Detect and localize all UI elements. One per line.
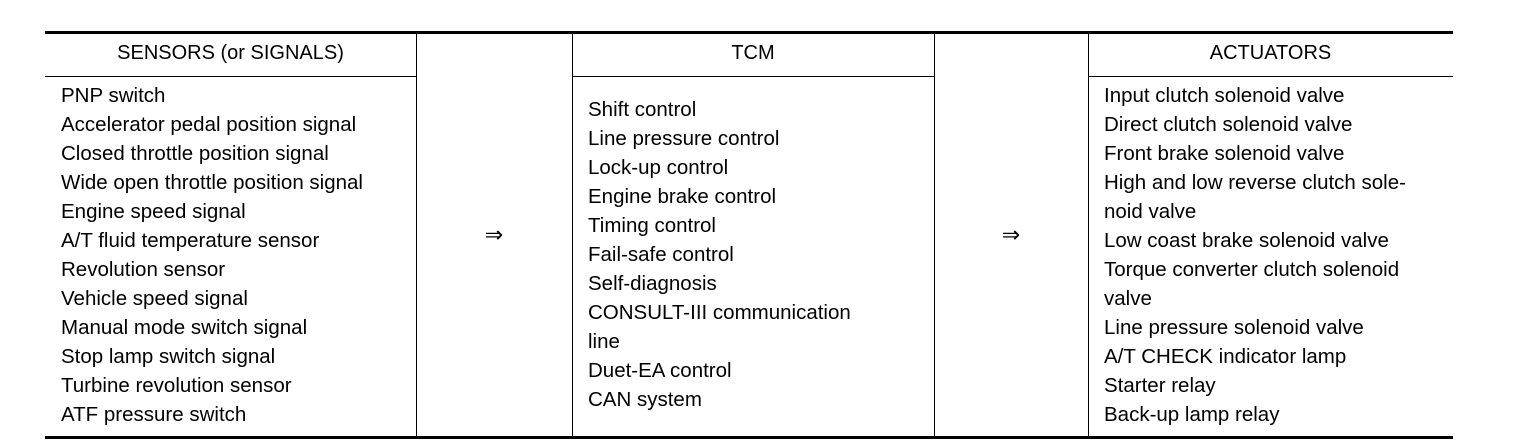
sensor-item: Vehicle speed signal [61,287,248,310]
actuator-item: A/T CHECK indicator lamp [1104,345,1347,368]
tcm-function-item: Self-diagnosis [588,272,717,295]
column-divider [1088,34,1089,436]
actuators-header: ACTUATORS [1209,42,1332,64]
column-divider [416,34,417,436]
actuator-item: High and low reverse clutch sole- [1104,171,1406,194]
header-rule [572,76,934,77]
tcm-function-item: Fail-safe control [588,243,734,266]
tcm-function-item: Engine brake control [588,185,777,208]
sensor-item: PNP switch [61,84,166,107]
tcm-function-item: Lock-up control [588,156,729,179]
actuator-item: Back-up lamp relay [1104,403,1280,426]
tcm-function-item: Line pressure control [588,127,780,150]
tcm-io-table: SENSORS (or SIGNALS) TCM ACTUATORS PNP s… [45,31,1453,439]
actuator-item: Front brake solenoid valve [1104,142,1345,165]
actuator-item: valve [1104,287,1152,310]
sensor-item: Turbine revolution sensor [61,374,292,397]
actuator-item: Torque converter clutch solenoid [1104,258,1400,281]
sensors-header: SENSORS (or SIGNALS) [117,42,344,64]
sensor-item: Manual mode switch signal [61,316,308,339]
tcm-header: TCM [731,42,775,64]
right-double-arrow-icon: ⇒ [1001,222,1021,247]
sensor-item: ATF pressure switch [61,403,247,426]
tcm-functions-list: Shift control Line pressure control Lock… [588,95,851,414]
actuator-item: noid valve [1104,200,1197,223]
sensor-item: Accelerator pedal position signal [61,113,357,136]
actuators-list: Input clutch solenoid valve Direct clutc… [1104,81,1406,429]
sensor-item: A/T fluid temperature sensor [61,229,320,252]
tcm-function-item: line [588,330,620,353]
sensor-item: Wide open throttle position signal [61,171,363,194]
tcm-function-item: CAN system [588,388,702,411]
tcm-function-item: CONSULT-III communication [588,301,851,324]
header-rule [1088,76,1453,77]
header-rule [45,76,416,77]
sensor-item: Closed throttle position signal [61,142,329,165]
actuator-item: Low coast brake solenoid valve [1104,229,1389,252]
tcm-function-item: Shift control [588,98,697,121]
sensor-item: Stop lamp switch signal [61,345,276,368]
sensors-list: PNP switch Accelerator pedal position si… [61,81,363,429]
column-divider [934,34,935,436]
tcm-function-item: Duet-EA control [588,359,732,382]
right-double-arrow-icon: ⇒ [484,222,504,247]
actuator-item: Line pressure solenoid valve [1104,316,1364,339]
sensor-item: Revolution sensor [61,258,226,281]
actuator-item: Direct clutch solenoid valve [1104,113,1353,136]
sensor-item: Engine speed signal [61,200,246,223]
actuator-item: Starter relay [1104,374,1216,397]
tcm-function-item: Timing control [588,214,716,237]
column-divider [572,34,573,436]
actuator-item: Input clutch solenoid valve [1104,84,1345,107]
